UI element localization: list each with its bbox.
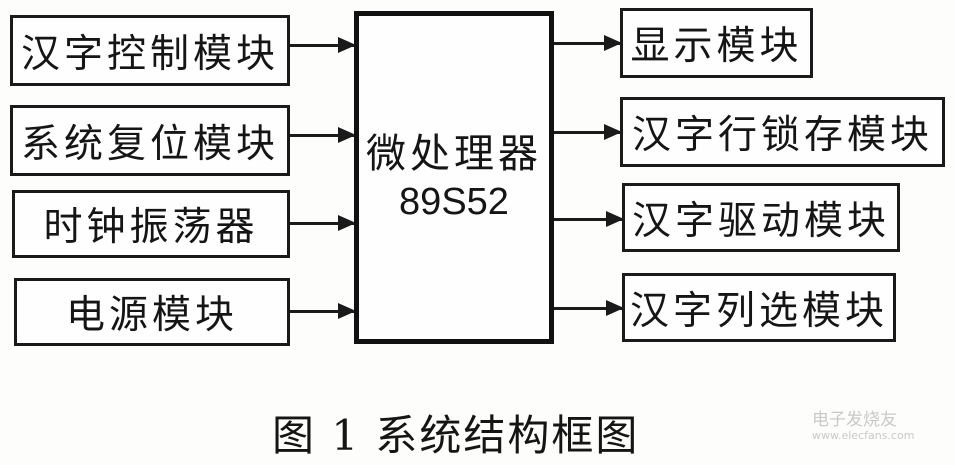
arrow-cpu-to-display xyxy=(554,35,622,51)
box-label: 电源模块 xyxy=(65,293,238,338)
box-label: 显示模块 xyxy=(630,24,803,69)
processor-box: 微处理器 89S52 xyxy=(354,11,554,344)
output-box-row-latch: 汉字行锁存模块 xyxy=(620,97,945,167)
figure-caption: 图 1 系统结构框图 xyxy=(272,411,640,460)
output-box-display: 显示模块 xyxy=(620,8,813,78)
input-box-hanzi-control: 汉字控制模块 xyxy=(10,15,290,86)
arrow-hanzi-control-to-cpu xyxy=(290,37,356,53)
processor-label: 微处理器 xyxy=(366,130,542,177)
watermark-title: 电子发烧友 xyxy=(812,410,897,430)
box-label: 时钟振荡器 xyxy=(43,205,259,250)
output-box-driver: 汉字驱动模块 xyxy=(622,183,900,252)
arrow-cpu-to-driver xyxy=(554,211,624,227)
arrow-reset-to-cpu xyxy=(290,127,356,143)
input-box-system-reset: 系统复位模块 xyxy=(10,105,290,176)
watermark: 电子发烧友 www.elecfans.com xyxy=(812,412,914,444)
arrow-cpu-to-row-latch xyxy=(554,124,622,140)
box-label: 汉字列选模块 xyxy=(629,288,888,334)
box-label: 系统复位模块 xyxy=(20,121,279,167)
arrow-power-to-cpu xyxy=(290,303,356,319)
box-label: 汉字控制模块 xyxy=(20,31,279,77)
input-box-clock-oscillator: 时钟振荡器 xyxy=(12,190,290,258)
output-box-column-select: 汉字列选模块 xyxy=(622,273,896,342)
box-label: 汉字驱动模块 xyxy=(631,198,890,244)
box-label: 汉字行锁存模块 xyxy=(631,113,933,158)
input-box-power: 电源模块 xyxy=(14,278,290,346)
arrow-cpu-to-column-select xyxy=(554,300,624,316)
arrow-clock-to-cpu xyxy=(290,215,356,231)
watermark-url: www.elecfans.com xyxy=(812,429,915,442)
processor-model: 89S52 xyxy=(399,180,509,223)
